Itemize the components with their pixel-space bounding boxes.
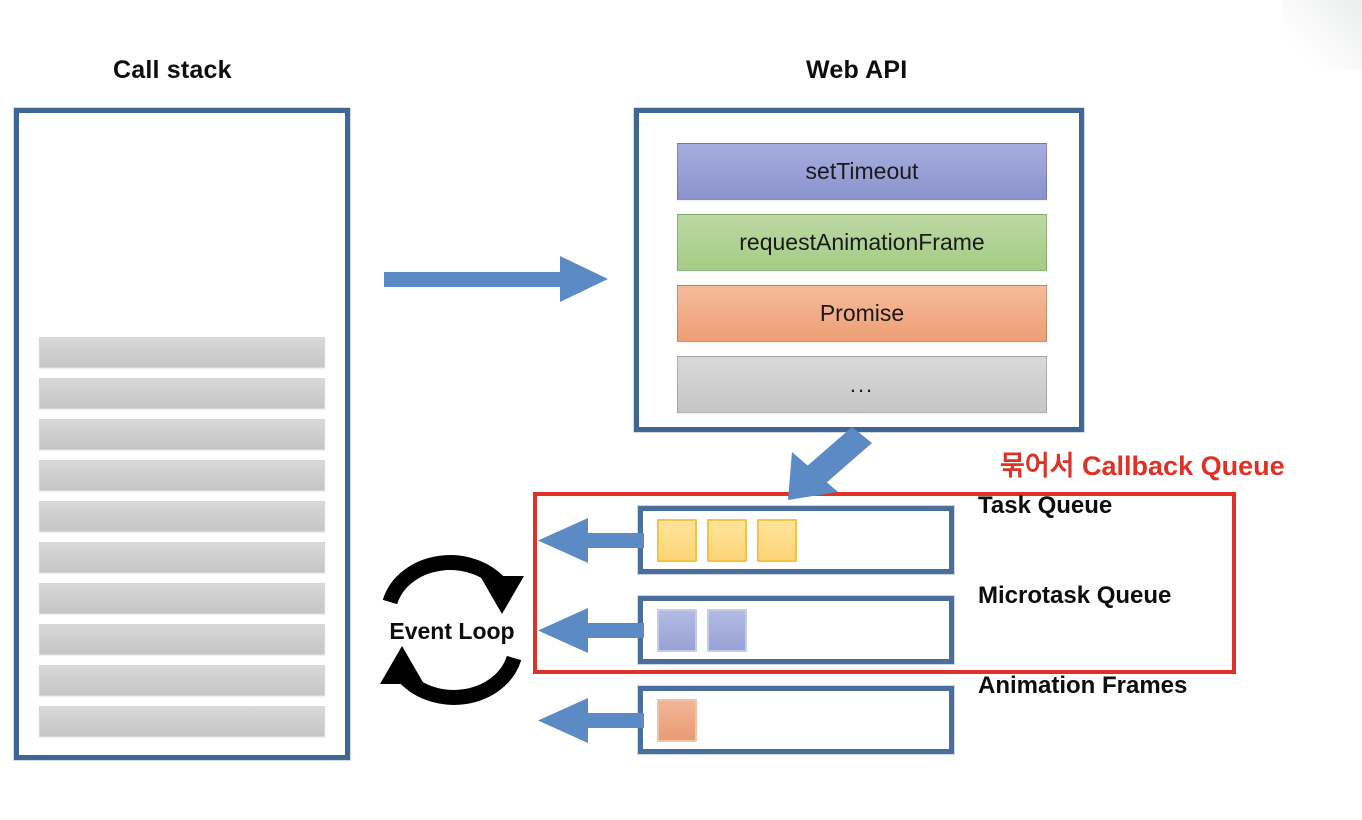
queue-label: Task Queue (978, 492, 1113, 519)
call-stack-frame (39, 583, 325, 614)
web-api-title: Web API (806, 56, 908, 84)
call-stack-container (14, 108, 350, 760)
call-stack-frame (39, 460, 325, 491)
queue-box (638, 596, 954, 664)
web-api-row: requestAnimationFrame (677, 214, 1047, 271)
web-api-row: ... (677, 356, 1047, 413)
arrow-webapi-to-queues (788, 427, 872, 500)
call-stack-frame (39, 665, 325, 696)
event-loop-label: Event Loop (389, 618, 515, 644)
queue-box (638, 686, 954, 754)
call-stack-frame (39, 501, 325, 532)
call-stack-frame (39, 337, 325, 368)
queue-box (638, 506, 954, 574)
queue-label: Animation Frames (978, 672, 1188, 699)
queue-token (657, 698, 697, 742)
callback-queue-group-label: 묶어서 Callback Queue (1000, 451, 1285, 481)
web-api-row: Promise (677, 285, 1047, 342)
queue-token (707, 608, 747, 652)
event-loop-circular-arrows-icon (380, 555, 524, 705)
queue-label: Microtask Queue (978, 582, 1172, 609)
event-loop-graphic: Event Loop (372, 540, 532, 720)
call-stack-frame (39, 706, 325, 737)
call-stack-frame (39, 624, 325, 655)
queue-token (757, 518, 797, 562)
callback-queue-group-box (533, 492, 1236, 674)
call-stack-frames (39, 337, 325, 737)
call-stack-frame (39, 419, 325, 450)
call-stack-frame (39, 542, 325, 573)
queue-token (707, 518, 747, 562)
call-stack-title: Call stack (113, 56, 232, 84)
arrow-stack-to-webapi (384, 256, 608, 302)
arrow-animation-frames-to-event-loop (538, 698, 644, 743)
queue-token (657, 608, 697, 652)
web-api-row: setTimeout (677, 143, 1047, 200)
call-stack-frame (39, 378, 325, 409)
queue-token (657, 518, 697, 562)
